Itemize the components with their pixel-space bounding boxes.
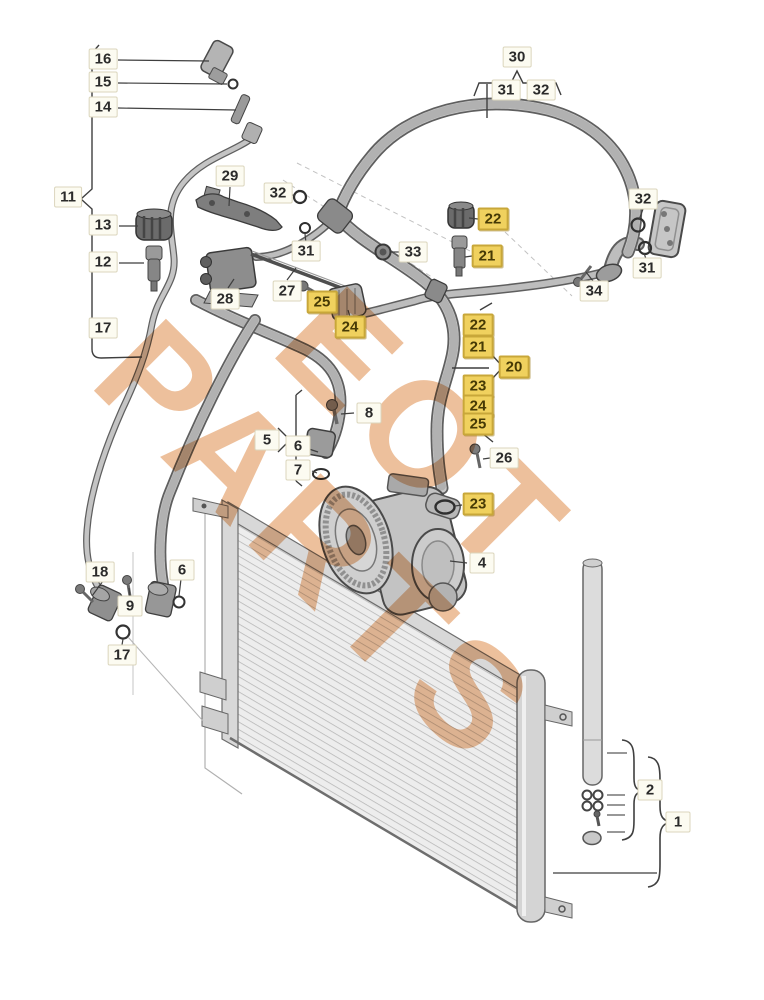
construction-lines [282, 162, 573, 297]
callout-34: 34 [579, 280, 609, 302]
receiver-drier [581, 558, 627, 846]
callout-31: 31 [491, 79, 521, 101]
callout-21: 21 [462, 335, 494, 359]
o-rings-left [292, 189, 311, 234]
callout-31: 31 [632, 257, 662, 279]
callout-24: 24 [334, 315, 366, 339]
callout-11: 11 [54, 186, 82, 208]
callout-1: 1 [665, 811, 691, 833]
callout-22: 22 [462, 313, 494, 337]
callout-6: 6 [285, 435, 311, 457]
callout-23: 23 [462, 492, 494, 516]
callout-4: 4 [469, 552, 495, 574]
callout-31: 31 [291, 240, 321, 262]
bolt-26-ring-23 [434, 443, 482, 515]
callout-5: 5 [254, 429, 280, 451]
bottom-left-fittings [75, 575, 204, 722]
callout-14: 14 [88, 96, 118, 118]
callout-32: 32 [526, 79, 556, 101]
callout-18: 18 [85, 561, 115, 583]
callout-32: 32 [263, 182, 293, 204]
callout-2: 2 [637, 779, 663, 801]
callout-26: 26 [489, 447, 519, 469]
charge-valve-21-22 [447, 201, 475, 277]
callout-25: 25 [306, 290, 338, 314]
callout-27: 27 [272, 280, 302, 302]
callout-29: 29 [215, 165, 245, 187]
flange-plate-30 [573, 199, 687, 287]
callout-17: 17 [107, 644, 137, 666]
callout-30: 30 [502, 46, 532, 68]
callout-21: 21 [471, 244, 503, 268]
callout-22: 22 [477, 207, 509, 231]
callout-25: 25 [462, 412, 494, 436]
cap-13-and-valve-12 [135, 208, 173, 292]
callout-32: 32 [628, 188, 658, 210]
service-valve-parts [200, 39, 263, 145]
callout-6: 6 [169, 559, 195, 581]
callout-9: 9 [117, 595, 143, 617]
compressor [318, 473, 468, 616]
callout-20: 20 [498, 355, 530, 379]
callout-7: 7 [285, 459, 311, 481]
hose-connector [316, 198, 448, 304]
callout-28: 28 [210, 288, 240, 310]
callout-8: 8 [356, 402, 382, 424]
callout-33: 33 [398, 241, 428, 263]
callout-17: 17 [88, 317, 118, 339]
nut-33 [374, 243, 392, 261]
callout-12: 12 [88, 251, 118, 273]
callout-16: 16 [88, 48, 118, 70]
callout-15: 15 [88, 71, 118, 93]
condenser [132, 497, 573, 923]
callout-13: 13 [88, 214, 118, 236]
bracket-29 [195, 185, 283, 232]
